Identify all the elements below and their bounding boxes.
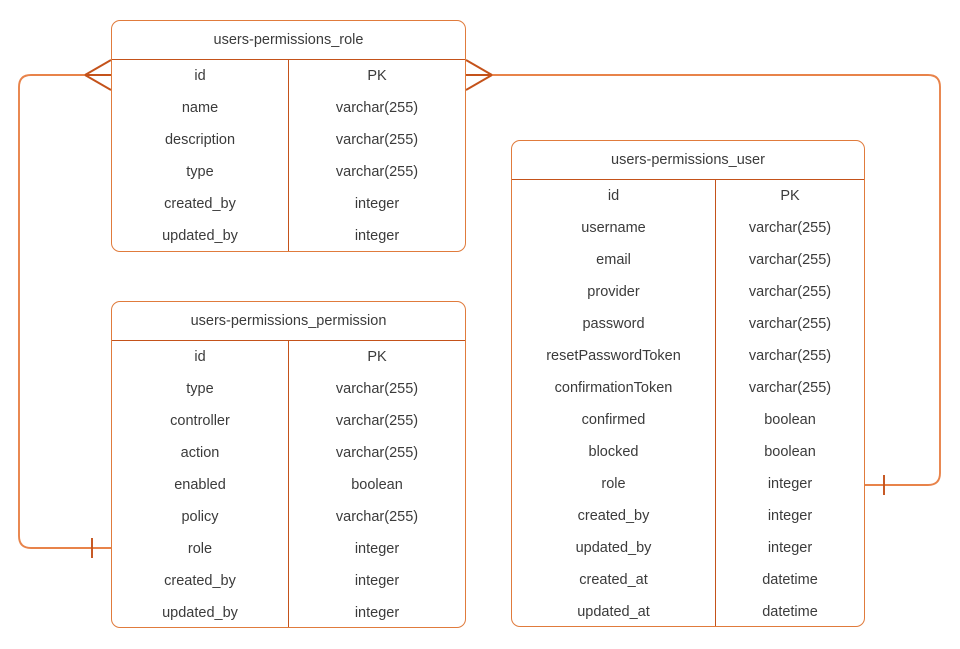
table-row[interactable]: created_by integer: [512, 500, 864, 532]
field-type: integer: [354, 541, 400, 557]
field-type: PK: [367, 349, 387, 365]
table-row[interactable]: resetPasswordToken varchar(255): [512, 340, 864, 372]
field-name: type: [112, 156, 289, 188]
entity-title-permission: users-permissions_permission: [112, 302, 465, 341]
field-type: boolean: [764, 412, 816, 428]
field-type: integer: [354, 573, 400, 589]
field-name: updated_by: [512, 532, 716, 564]
field-name: email: [512, 244, 716, 276]
field-type: boolean: [764, 444, 816, 460]
table-row[interactable]: updated_by integer: [512, 532, 864, 564]
field-type: varchar(255): [748, 348, 832, 364]
table-row[interactable]: type varchar(255): [112, 156, 465, 188]
table-row[interactable]: created_by integer: [112, 565, 465, 597]
field-type: datetime: [762, 604, 818, 620]
field-name: action: [112, 437, 289, 469]
field-type: varchar(255): [335, 413, 419, 429]
field-name: created_by: [112, 188, 289, 220]
table-row[interactable]: role integer: [512, 468, 864, 500]
field-list-permission: id PK type varchar(255) controller varch…: [112, 341, 465, 627]
table-row[interactable]: id PK: [112, 341, 465, 373]
table-row[interactable]: action varchar(255): [112, 437, 465, 469]
field-list-role: id PK name varchar(255) description varc…: [112, 60, 465, 251]
connector-role-to-permission: [18, 74, 111, 549]
field-type: PK: [367, 68, 387, 84]
field-type: varchar(255): [335, 445, 419, 461]
table-row[interactable]: password varchar(255): [512, 308, 864, 340]
table-row[interactable]: role integer: [112, 533, 465, 565]
field-type: varchar(255): [335, 164, 419, 180]
field-name: username: [512, 212, 716, 244]
table-row[interactable]: updated_by integer: [112, 220, 465, 251]
field-name: updated_at: [512, 596, 716, 626]
field-name: id: [512, 180, 716, 212]
field-type: integer: [767, 540, 813, 556]
field-name: name: [112, 92, 289, 124]
field-name: created_by: [512, 500, 716, 532]
field-type: varchar(255): [335, 509, 419, 525]
field-name: confirmationToken: [512, 372, 716, 404]
field-type: integer: [354, 196, 400, 212]
table-row[interactable]: id PK: [112, 60, 465, 92]
field-type: varchar(255): [748, 220, 832, 236]
field-name: role: [512, 468, 716, 500]
field-name: updated_by: [112, 220, 289, 251]
entity-users-permissions-user[interactable]: users-permissions_user id PK username va…: [511, 140, 865, 627]
table-row[interactable]: type varchar(255): [112, 373, 465, 405]
table-row[interactable]: confirmed boolean: [512, 404, 864, 436]
field-name: id: [112, 60, 289, 92]
field-type: varchar(255): [748, 316, 832, 332]
field-name: resetPasswordToken: [512, 340, 716, 372]
field-type: integer: [354, 605, 400, 621]
crowsfoot-marker-role-left: [84, 59, 112, 91]
table-row[interactable]: provider varchar(255): [512, 276, 864, 308]
field-name: provider: [512, 276, 716, 308]
table-row[interactable]: id PK: [512, 180, 864, 212]
field-name: controller: [112, 405, 289, 437]
table-row[interactable]: policy varchar(255): [112, 501, 465, 533]
field-type: PK: [780, 188, 800, 204]
field-type: varchar(255): [335, 381, 419, 397]
field-type: boolean: [351, 477, 403, 493]
field-type: varchar(255): [335, 132, 419, 148]
field-name: password: [512, 308, 716, 340]
table-row[interactable]: created_at datetime: [512, 564, 864, 596]
field-type: varchar(255): [748, 252, 832, 268]
table-row[interactable]: enabled boolean: [112, 469, 465, 501]
field-type: varchar(255): [748, 284, 832, 300]
table-row[interactable]: name varchar(255): [112, 92, 465, 124]
field-list-user: id PK username varchar(255) email varcha…: [512, 180, 864, 626]
entity-title-user: users-permissions_user: [512, 141, 864, 180]
field-name: created_at: [512, 564, 716, 596]
entity-users-permissions-permission[interactable]: users-permissions_permission id PK type …: [111, 301, 466, 628]
field-name: policy: [112, 501, 289, 533]
field-name: blocked: [512, 436, 716, 468]
field-type: integer: [767, 508, 813, 524]
field-type: datetime: [762, 572, 818, 588]
table-row[interactable]: confirmationToken varchar(255): [512, 372, 864, 404]
table-row[interactable]: controller varchar(255): [112, 405, 465, 437]
field-name: id: [112, 341, 289, 373]
field-name: type: [112, 373, 289, 405]
table-row[interactable]: blocked boolean: [512, 436, 864, 468]
field-name: created_by: [112, 565, 289, 597]
table-row[interactable]: description varchar(255): [112, 124, 465, 156]
table-row[interactable]: created_by integer: [112, 188, 465, 220]
field-type: integer: [767, 476, 813, 492]
field-name: description: [112, 124, 289, 156]
entity-title-role: users-permissions_role: [112, 21, 465, 60]
field-type: integer: [354, 228, 400, 244]
table-row[interactable]: updated_at datetime: [512, 596, 864, 626]
table-row[interactable]: username varchar(255): [512, 212, 864, 244]
field-name: confirmed: [512, 404, 716, 436]
field-name: enabled: [112, 469, 289, 501]
entity-users-permissions-role[interactable]: users-permissions_role id PK name varcha…: [111, 20, 466, 252]
table-row[interactable]: updated_by integer: [112, 597, 465, 627]
table-row[interactable]: email varchar(255): [512, 244, 864, 276]
field-name: updated_by: [112, 597, 289, 627]
field-type: varchar(255): [335, 100, 419, 116]
field-type: varchar(255): [748, 380, 832, 396]
crowsfoot-marker-role-right: [465, 59, 493, 91]
field-name: role: [112, 533, 289, 565]
